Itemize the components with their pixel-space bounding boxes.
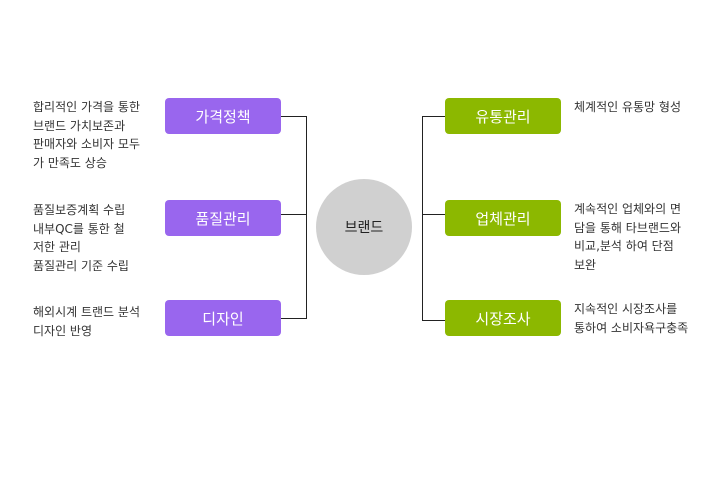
- connector-line: [422, 116, 445, 117]
- connector-line: [281, 318, 307, 319]
- pricing-box: 가격정책: [165, 98, 281, 134]
- connector-line: [422, 320, 445, 321]
- brand-center-node: 브랜드: [316, 179, 412, 275]
- design-description: 해외시계 트랜드 분석 디자인 반영: [33, 305, 140, 338]
- vendor-box: 업체관리: [445, 200, 561, 236]
- distribution-description: 체계적인 유통망 형성: [574, 100, 681, 114]
- connector-line: [422, 116, 423, 321]
- distribution-box: 유통관리: [445, 98, 561, 134]
- connector-line: [281, 116, 307, 117]
- market-research-description: 지속적인 시장조사를 통하여 소비자욕구충족: [574, 302, 689, 335]
- center-label: 브랜드: [344, 220, 384, 236]
- market-research-box: 시장조사: [445, 300, 561, 336]
- connector-line: [281, 214, 307, 215]
- design-box: 디자인: [165, 300, 281, 336]
- connector-line: [422, 214, 445, 215]
- quality-description: 품질보증계획 수립 내부QC를 통한 철 저한 관리 품질관리 기준 수립: [33, 203, 129, 273]
- vendor-description: 계속적인 업체와의 면 담을 통해 타브랜드와 비교,분석 하여 단점 보완: [574, 202, 681, 272]
- quality-box: 품질관리: [165, 200, 281, 236]
- pricing-description: 합리적인 가격을 통한 브랜드 가치보존과 판매자와 소비자 모두 가 만족도 …: [33, 100, 140, 170]
- connector-line: [306, 116, 307, 319]
